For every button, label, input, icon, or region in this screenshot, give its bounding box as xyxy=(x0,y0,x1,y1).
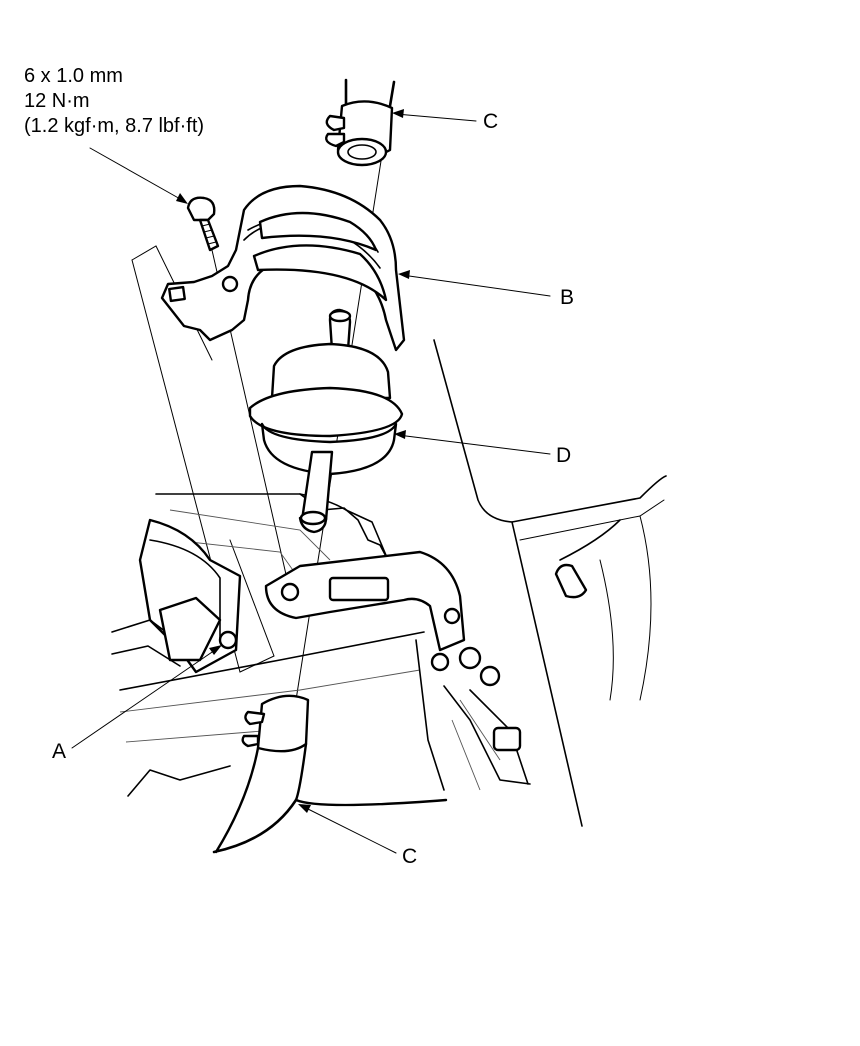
mounting-bolt xyxy=(186,196,220,252)
upper-bracket xyxy=(160,184,406,352)
chassis-background xyxy=(433,339,667,827)
engine-assembly xyxy=(119,493,531,797)
lower-vacuum-hose xyxy=(212,694,448,854)
callout-c-top: C xyxy=(483,110,499,133)
callout-c-bottom: C xyxy=(402,845,418,868)
torque-specification: 6 x 1.0 mm 12 N·m (1.2 kgf·m, 8.7 lbf·ft… xyxy=(24,64,204,139)
leader-lines xyxy=(71,109,551,854)
bolt-size-text: 6 x 1.0 mm xyxy=(24,65,123,87)
upper-vacuum-hose xyxy=(325,78,396,167)
lower-mount-bracket xyxy=(264,550,466,652)
callout-b: B xyxy=(560,286,575,309)
torque-alt-text: (1.2 kgf·m, 8.7 lbf·ft) xyxy=(24,115,205,137)
callout-a: A xyxy=(52,740,67,763)
torque-nm-text: 12 N·m xyxy=(24,90,90,112)
callout-d: D xyxy=(556,444,572,467)
vacuum-tank xyxy=(248,308,404,534)
harness-connector xyxy=(111,518,242,674)
